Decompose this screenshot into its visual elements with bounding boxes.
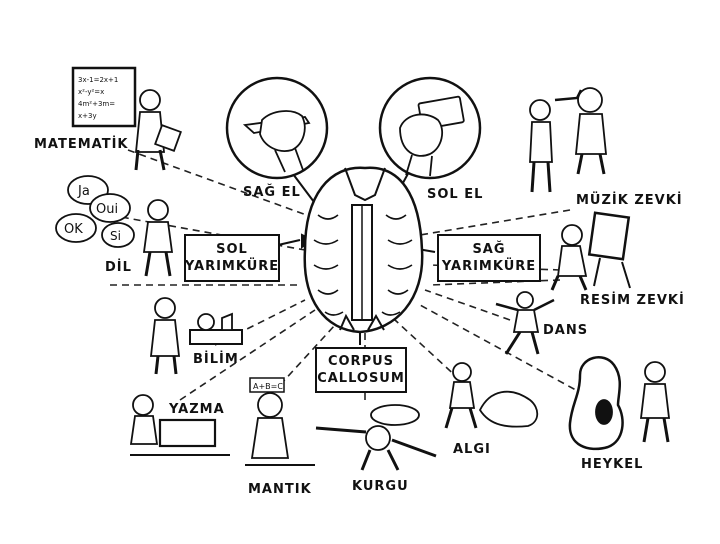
dil-word-ja: Ja	[77, 184, 90, 199]
kurgu-figure	[315, 404, 437, 471]
label-resim-zevki: RESİM ZEVKİ	[580, 293, 685, 308]
label-muzik-zevki: MÜZİK ZEVKİ	[576, 193, 683, 208]
math-line-2: x²-y²=x	[78, 88, 104, 96]
dans-figure	[495, 291, 555, 355]
box-sol-yarimkure: SOL YARIMKÜRE	[184, 234, 280, 282]
right-hand-circle	[225, 76, 329, 180]
line-yazma	[179, 309, 316, 401]
line-dans	[424, 289, 511, 321]
line-resim-low	[429, 279, 561, 286]
box-sag-line1: SAĞ	[472, 242, 506, 257]
label-dil: DİL	[105, 260, 132, 275]
label-dans: DANS	[543, 323, 589, 338]
line-heykel	[419, 304, 586, 396]
yazma-figure	[129, 394, 230, 456]
resim-figure	[550, 211, 631, 291]
line-dil	[109, 214, 306, 251]
box-sol-line1: SOL	[216, 242, 248, 257]
line-matematik	[127, 149, 321, 221]
dil-word-ok: OK	[64, 222, 83, 237]
label-sag-el: SAĞ EL	[243, 185, 301, 200]
dil-word-si: Si	[110, 229, 121, 243]
box-sag-yarimkure: SAĞ YARIMKÜRE	[437, 234, 541, 282]
line-algi	[394, 319, 461, 381]
dil-figure	[55, 175, 174, 277]
math-board	[71, 66, 137, 128]
label-matematik: MATEMATİK	[34, 137, 129, 152]
label-yazma: YAZMA	[169, 402, 225, 417]
mantik-sign: A+B=C	[253, 382, 283, 391]
label-heykel: HEYKEL	[581, 457, 644, 472]
box-sag-line2: YARIMKÜRE	[441, 259, 537, 274]
line-muzik	[419, 209, 571, 236]
matematik-figure	[71, 66, 182, 171]
label-sol-el: SOL EL	[427, 187, 484, 202]
brain	[303, 166, 424, 334]
box-corpus-line2: CALLOSUM	[317, 371, 405, 386]
left-hand-circle	[378, 76, 482, 180]
easel-canvas	[587, 211, 631, 261]
muzik-figures	[529, 87, 607, 193]
mantik-figure	[245, 377, 315, 466]
label-mantik: MANTIK	[248, 482, 312, 497]
math-line-1: 3x-1=2x+1	[78, 76, 118, 84]
dil-word-oui: Oui	[96, 202, 118, 217]
line-mantik	[279, 324, 336, 386]
statue	[568, 356, 624, 451]
heykel-figure	[568, 356, 671, 451]
box-corpus-line1: CORPUS	[327, 354, 395, 369]
box-sol-line2: YARIMKÜRE	[184, 259, 280, 274]
math-line-3: 4m²+3m=	[78, 100, 115, 108]
box-corpus-callosum: CORPUS CALLOSUM	[315, 347, 407, 393]
label-algi: ALGI	[453, 442, 491, 457]
math-line-4: x+3y	[78, 112, 97, 120]
label-kurgu: KURGU	[352, 479, 409, 494]
label-bilim: BİLİM	[193, 352, 239, 367]
bilim-figure	[149, 297, 243, 375]
algi-figure	[444, 362, 539, 429]
